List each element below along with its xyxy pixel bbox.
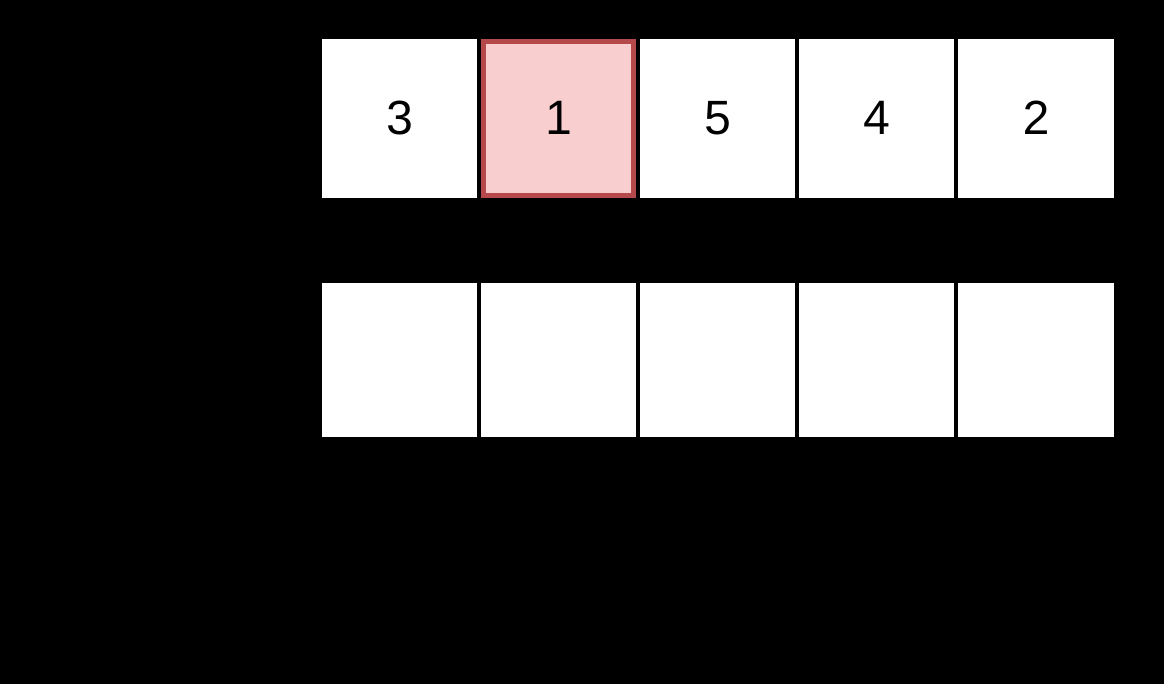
- input-array-row: 3 1 5 4 2: [322, 39, 1114, 198]
- output-cell-1[interactable]: [481, 283, 636, 437]
- input-cell-1-highlighted[interactable]: 1: [481, 39, 636, 198]
- input-cell-3[interactable]: 4: [799, 39, 954, 198]
- output-cell-3[interactable]: [799, 283, 954, 437]
- input-cell-4-value: 2: [1022, 91, 1050, 145]
- output-cell-4[interactable]: [958, 283, 1114, 437]
- input-cell-0[interactable]: 3: [322, 39, 477, 198]
- input-cell-2-value: 5: [704, 91, 731, 145]
- input-cell-2[interactable]: 5: [640, 39, 795, 198]
- output-array-row: [322, 283, 1114, 437]
- input-cell-1-value: 1: [545, 91, 572, 145]
- input-cell-3-value: 4: [863, 91, 890, 145]
- input-cell-4[interactable]: 2: [958, 39, 1114, 198]
- input-cell-0-value: 3: [386, 91, 413, 145]
- output-cell-0[interactable]: [322, 283, 477, 437]
- output-cell-2[interactable]: [640, 283, 795, 437]
